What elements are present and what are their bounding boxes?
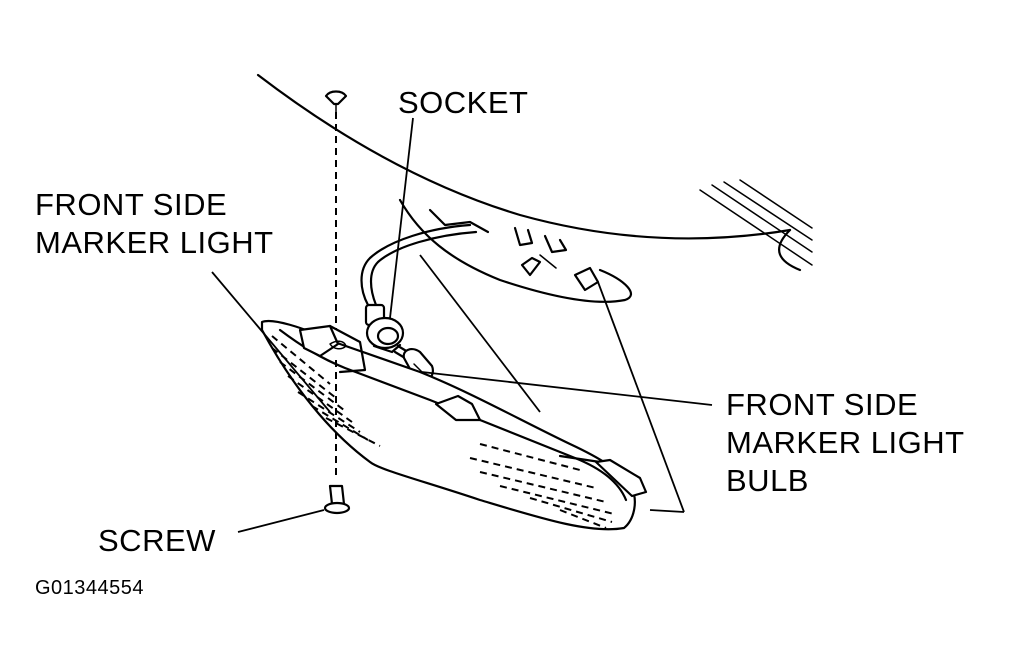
bulb-leader bbox=[421, 371, 713, 406]
bulb-label-line-3: BULB bbox=[726, 463, 809, 498]
screw-label: SCREW bbox=[98, 522, 216, 560]
wire-harness bbox=[360, 223, 478, 307]
screw-axis bbox=[324, 90, 348, 480]
socket-leader bbox=[389, 117, 414, 319]
socket-label: SOCKET bbox=[398, 84, 528, 122]
bulb-label-line-2: MARKER LIGHT bbox=[726, 425, 965, 460]
housing-leader bbox=[419, 254, 541, 413]
marker-light-leader bbox=[211, 271, 331, 413]
screw-part bbox=[323, 484, 351, 515]
bumper-opening bbox=[398, 198, 633, 303]
socket-part bbox=[364, 303, 405, 354]
leader-lines bbox=[211, 117, 713, 533]
lens-texture-right bbox=[469, 443, 615, 529]
marker-light-label-line-2: MARKER LIGHT bbox=[35, 225, 274, 260]
marker-light-housing bbox=[260, 319, 648, 531]
bulb-label-line-1: FRONT SIDE bbox=[726, 387, 919, 422]
screw-label-text: SCREW bbox=[98, 523, 216, 558]
marker-light-label-line-1: FRONT SIDE bbox=[35, 187, 228, 222]
screw-leader bbox=[237, 509, 325, 533]
socket-label-text: SOCKET bbox=[398, 85, 529, 120]
marker-light-label: FRONT SIDE MARKER LIGHT bbox=[35, 186, 274, 262]
fender-outline bbox=[256, 73, 813, 272]
bulb-label: FRONT SIDE MARKER LIGHT BULB bbox=[726, 386, 965, 500]
opening-leader-b bbox=[649, 509, 685, 513]
opening-leader-a bbox=[597, 281, 685, 513]
figure-id: G01344554 bbox=[35, 577, 145, 599]
